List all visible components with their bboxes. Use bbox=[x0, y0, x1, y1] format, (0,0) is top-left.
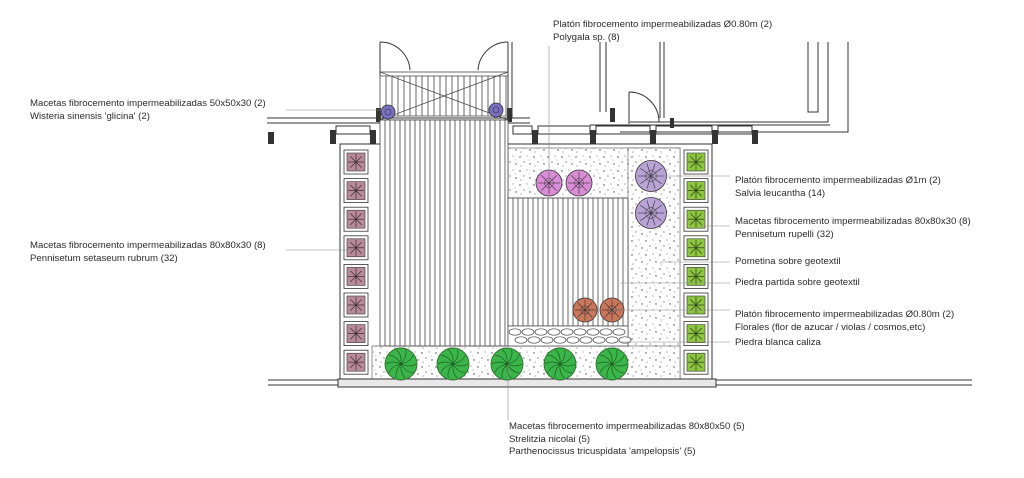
label-line: Polygala sp. (8) bbox=[553, 31, 620, 43]
stone bbox=[514, 336, 528, 344]
label-pometina: Pometina sobre geotextil bbox=[735, 256, 841, 269]
broken-stone-path bbox=[507, 325, 632, 347]
stone bbox=[605, 336, 619, 344]
label-line: Strelitzia nicolai (5) bbox=[509, 433, 591, 445]
planter-pot bbox=[683, 292, 709, 318]
label-line: Pennisetum setaseum rubrum (32) bbox=[30, 252, 178, 264]
strelitzia-shrub bbox=[384, 347, 418, 381]
planter-pot bbox=[343, 149, 369, 175]
door-left bbox=[379, 41, 509, 76]
planter-pot bbox=[343, 178, 369, 204]
label-strelitzia: Macetas fibrocemento impermeabilizadas 8… bbox=[509, 421, 745, 459]
gravel-area-bottom bbox=[371, 345, 681, 381]
label-pennisetum-setaseum: Macetas fibrocemento impermeabilizadas 8… bbox=[30, 240, 266, 265]
stone bbox=[560, 328, 574, 336]
door-right bbox=[628, 91, 660, 124]
label-wisteria: Macetas fibrocemento impermeabilizadas 5… bbox=[30, 98, 266, 123]
wisteria-shrub bbox=[488, 102, 504, 118]
stone bbox=[618, 336, 632, 344]
salvia-planter bbox=[635, 197, 667, 229]
stone bbox=[592, 336, 606, 344]
building-outline bbox=[267, 42, 849, 133]
strelitzia-shrub bbox=[595, 347, 629, 381]
label-line: Macetas fibrocemento impermeabilizadas 5… bbox=[30, 98, 266, 109]
wisteria-shrub bbox=[380, 104, 396, 120]
label-line: Salvia leucantha (14) bbox=[735, 187, 826, 199]
label-pennisetum-rupelli: Macetas fibrocemento impermeabilizadas 8… bbox=[735, 216, 971, 241]
label-florales: Platón fibrocemento impermeabilizadas Ø0… bbox=[735, 309, 954, 334]
label-line: Piedra blanca caliza bbox=[735, 337, 821, 348]
planter-pot bbox=[683, 206, 709, 232]
stone bbox=[579, 336, 593, 344]
planter-pot bbox=[343, 206, 369, 232]
label-piedra-partida: Piedra partida sobre geotextil bbox=[735, 277, 860, 290]
label-line: Platón fibrocemento impermeabilizadas Ø1… bbox=[735, 175, 941, 186]
label-line: Macetas fibrocemento impermeabilizadas 8… bbox=[30, 240, 266, 251]
label-line: Platón fibrocemento impermeabilizadas Ø0… bbox=[735, 309, 955, 320]
wall-slabs bbox=[335, 125, 753, 135]
label-line: Florales (flor de azucar / violas / cosm… bbox=[735, 321, 926, 333]
polygala-planter bbox=[565, 169, 593, 197]
label-line: Wisteria sinensis 'glicina' (2) bbox=[30, 110, 150, 122]
label-salvia: Platón fibrocemento impermeabilizadas Ø1… bbox=[735, 175, 941, 200]
stone bbox=[547, 328, 561, 336]
ground-line bbox=[268, 378, 972, 388]
florales-planter bbox=[572, 297, 598, 323]
label-top-platon: Platón fibrocemento impermeabilizadas Ø0… bbox=[553, 19, 772, 44]
label-line: Platón fibrocemento impermeabilizadas Ø0… bbox=[553, 19, 773, 30]
planter-pot bbox=[343, 235, 369, 261]
planter-pot bbox=[343, 292, 369, 318]
strelitzia-shrub bbox=[490, 347, 524, 381]
planter-pot bbox=[683, 263, 709, 289]
label-line: Macetas fibrocemento impermeabilizadas 8… bbox=[735, 216, 971, 227]
planter-pot bbox=[343, 321, 369, 347]
planter-pot bbox=[343, 263, 369, 289]
stone bbox=[586, 328, 600, 336]
stone bbox=[540, 336, 554, 344]
stone bbox=[508, 328, 522, 336]
pergola bbox=[379, 71, 509, 121]
label-line: Parthenocissus tricuspidata 'ampelopsis'… bbox=[509, 446, 696, 457]
stone bbox=[553, 336, 567, 344]
left-pot-column bbox=[343, 149, 369, 375]
label-piedra-blanca: Piedra blanca caliza bbox=[735, 337, 821, 350]
planter-pot bbox=[683, 178, 709, 204]
planter-pot bbox=[683, 149, 709, 175]
label-line: Pennisetum rupelli (32) bbox=[735, 228, 834, 240]
leader-lines bbox=[286, 46, 730, 420]
stone bbox=[566, 336, 580, 344]
strelitzia-shrub bbox=[436, 347, 470, 381]
stone bbox=[599, 328, 613, 336]
stone bbox=[527, 336, 541, 344]
stone bbox=[534, 328, 548, 336]
stone bbox=[573, 328, 587, 336]
right-pot-column bbox=[683, 149, 709, 375]
label-line: Macetas fibrocemento impermeabilizadas 8… bbox=[509, 421, 745, 432]
planter-pot bbox=[683, 349, 709, 375]
planter-pot bbox=[683, 235, 709, 261]
wood-deck bbox=[379, 119, 629, 347]
label-line: Pometina sobre geotextil bbox=[735, 256, 841, 267]
planter-pot bbox=[343, 349, 369, 375]
label-line: Piedra partida sobre geotextil bbox=[735, 277, 860, 288]
stone bbox=[612, 328, 626, 336]
planter-pot bbox=[683, 321, 709, 347]
stone bbox=[521, 328, 535, 336]
strelitzia-shrub bbox=[543, 347, 577, 381]
